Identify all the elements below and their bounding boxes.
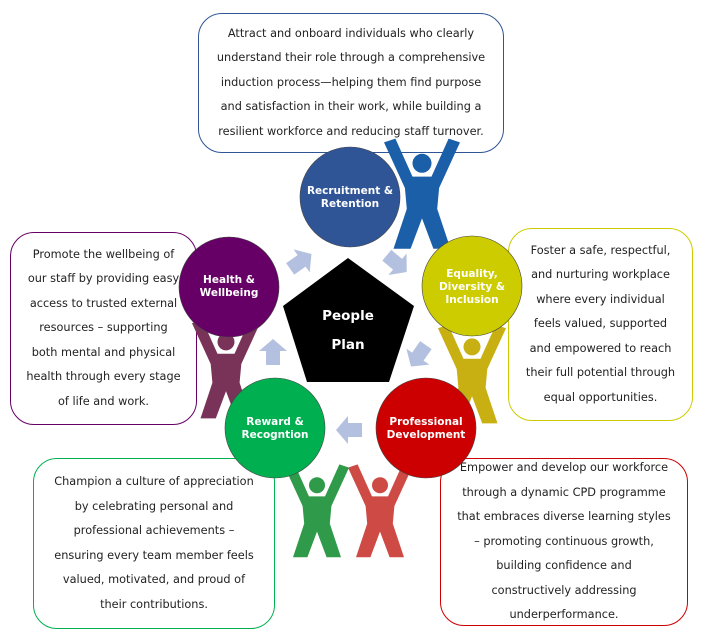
health-label: Health & Wellbeing	[199, 274, 259, 299]
health-description: Promote the wellbeing of our staff by pr…	[26, 247, 181, 408]
edi-description: Foster a safe, respectful, and nurturing…	[525, 243, 676, 404]
arrow-health-to-recruitment-icon	[286, 249, 312, 275]
arrow-reward-to-health-icon	[259, 339, 287, 365]
reward-person-icon	[285, 464, 349, 558]
arrow-professional-to-reward-icon	[336, 416, 362, 444]
edi-circle	[421, 235, 523, 337]
professional-label: Professional Development	[386, 416, 466, 441]
reward-label: Reward & Recogntion	[241, 416, 309, 441]
center-title-line2: Plan	[331, 337, 365, 353]
professional-description-box: Empower and develop our workforce throug…	[440, 458, 688, 626]
recruitment-person-icon	[384, 138, 460, 249]
recruitment-circle	[299, 146, 401, 248]
health-circle	[178, 236, 280, 338]
professional-person-icon	[348, 464, 412, 558]
recruitment-description: Attract and onboard individuals who clea…	[216, 26, 486, 138]
professional-circle	[375, 377, 477, 479]
center-title-line1: People	[322, 308, 374, 324]
edi-description-box: Foster a safe, respectful, and nurturing…	[508, 228, 693, 421]
people-plan-pentagon	[283, 258, 414, 382]
reward-circle	[224, 377, 326, 479]
health-description-box: Promote the wellbeing of our staff by pr…	[10, 232, 197, 425]
edi-label: Equality, Diversity & Inclusion	[439, 268, 505, 306]
professional-description: Empower and develop our workforce throug…	[457, 461, 671, 622]
reward-description: Champion a culture of appreciation by ce…	[54, 475, 254, 611]
recruitment-description-box: Attract and onboard individuals who clea…	[198, 13, 504, 153]
reward-description-box: Champion a culture of appreciation by ce…	[33, 458, 275, 629]
arrow-edi-to-professional-icon	[406, 341, 432, 367]
arrow-recruitment-to-edi-icon	[382, 249, 407, 276]
recruitment-label: Recruitment & Retention	[306, 185, 394, 210]
